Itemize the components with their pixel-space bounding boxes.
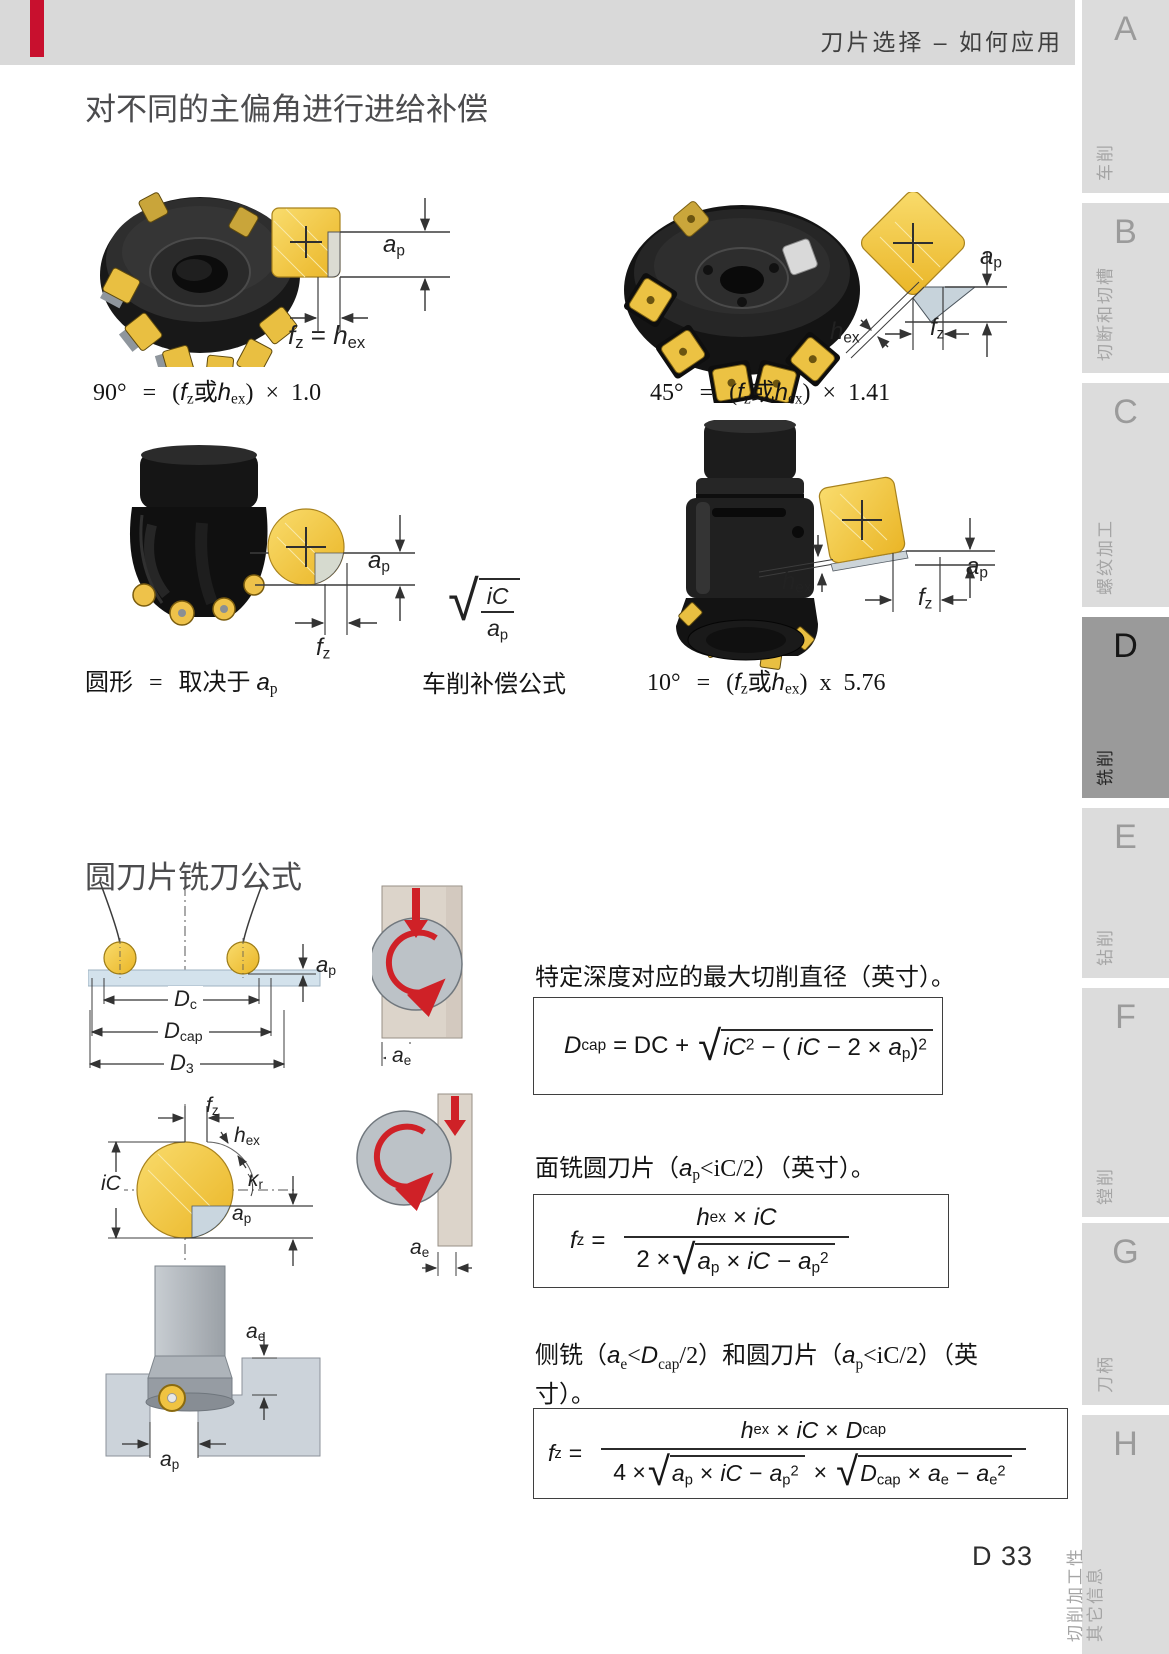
header-bar: 刀片选择 – 如何应用 <box>0 0 1075 65</box>
diagram-side-mill-engagement <box>356 1093 473 1276</box>
insert-schematic-10deg <box>758 476 995 612</box>
tab-b-parting: B 切断和切槽 <box>1082 203 1169 373</box>
label-side-milling-round-insert: 侧铣（ae<Dcap/2）和圆刀片（ap<iC/2）（英 寸）。 <box>535 1342 979 1409</box>
red-corner-flag <box>30 0 44 57</box>
tab-d-milling-active: D 铣削 <box>1082 617 1169 798</box>
tab-letter: A <box>1114 10 1137 48</box>
diagram-slot-milling <box>105 1265 321 1458</box>
dim-ae-label: ae <box>410 1236 430 1260</box>
tab-e-drilling: E 钻削 <box>1082 808 1169 978</box>
dim-ap-label: ap <box>980 243 1002 272</box>
caption-90deg: 90°=(fz或hex)×1.0 <box>93 379 322 408</box>
dim-fz-label: fz <box>930 314 945 343</box>
tab-g-toolholding: G 刀柄 <box>1082 1223 1169 1405</box>
tab-label: 切断和切槽 <box>1095 266 1115 361</box>
dim-ap-label: ap <box>316 952 337 979</box>
dim-kappa-r-label: κr <box>248 1168 263 1192</box>
dim-fz-label: fz <box>206 1094 219 1118</box>
tab-label: 铣削 <box>1095 748 1115 786</box>
tab-label: 螺纹加工 <box>1095 519 1115 595</box>
tab-letter: B <box>1114 213 1137 251</box>
dim-hex-label: hex <box>830 318 860 347</box>
tab-letter: G <box>1112 1233 1139 1271</box>
page-number: D 33 <box>972 1541 1034 1571</box>
dim-fz-label: fz <box>918 584 933 613</box>
section2-title: 圆刀片铣刀公式 <box>85 860 302 895</box>
dim-ap-label: ap <box>966 553 988 582</box>
label-face-milling-round-insert: 面铣圆刀片（ap<iC/2）（英寸）。 <box>535 1155 875 1184</box>
tab-letter: F <box>1115 998 1136 1036</box>
tab-label: 镗削 <box>1095 1167 1115 1205</box>
dim-ae-label: ae <box>246 1320 266 1344</box>
tab-label: 刀柄 <box>1095 1355 1115 1393</box>
dim-d3-label: D3 <box>164 1050 200 1077</box>
diagram-dcap-dimensions <box>88 882 321 1069</box>
tab-letter: H <box>1113 1425 1138 1463</box>
tab-label: 车削 <box>1095 143 1115 181</box>
dim-fz-label: fz <box>316 634 331 663</box>
tab-h-machinability: H 切削加工性 其它信息 <box>1066 1415 1169 1654</box>
section1-title: 对不同的主偏角进行进给补偿 <box>85 92 488 127</box>
caption-round: 圆形=取决于 ap <box>85 669 278 698</box>
dim-ap-label: ap <box>368 547 390 576</box>
tab-letter: C <box>1113 393 1138 431</box>
dim-dc-label: Dc <box>168 986 203 1013</box>
fz-equals-hex-label: fz = hex <box>288 320 366 352</box>
tab-letter: E <box>1114 818 1137 856</box>
cutter-photo-round-insert <box>129 445 268 626</box>
diagram-face-mill-engagement <box>372 885 463 1066</box>
cutter-photo-90deg <box>100 192 300 367</box>
insert-schematic-90deg <box>271 198 450 331</box>
tab-label: 钻削 <box>1095 928 1115 966</box>
caption-45deg: 45°=(fz或hex)×1.41 <box>650 379 891 408</box>
dim-ap-label: ap <box>232 1202 252 1226</box>
dim-ic-label: iC <box>98 1172 124 1196</box>
tab-c-threading: C 螺纹加工 <box>1082 383 1169 607</box>
dim-ap-label: ap <box>383 231 405 260</box>
dim-ap-label: ap <box>160 1448 180 1472</box>
tab-a-turning: A 车削 <box>1082 0 1169 193</box>
dim-hex-label: hex <box>782 568 812 597</box>
dim-ae-label: ae <box>386 1044 418 1068</box>
tab-f-boring: F 镗削 <box>1082 988 1169 1217</box>
insert-schematic-round <box>250 508 415 635</box>
tab-label: 切削加工性 其它信息 <box>1065 1547 1105 1642</box>
dim-dcap-label: Dcap <box>158 1018 209 1045</box>
cutter-photo-45deg <box>624 201 860 403</box>
diagram-round-insert-geometry <box>98 1104 313 1266</box>
tab-letter: D <box>1113 627 1138 665</box>
dim-hex-label: hex <box>234 1124 260 1148</box>
caption-turning-compensation: 车削补偿公式 <box>422 672 566 698</box>
label-max-cutting-diameter: 特定深度对应的最大切削直径（英寸）。 <box>535 965 955 991</box>
insert-schematic-45deg <box>845 192 1007 359</box>
header-title: 刀片选择 – 如何应用 <box>820 28 1063 55</box>
